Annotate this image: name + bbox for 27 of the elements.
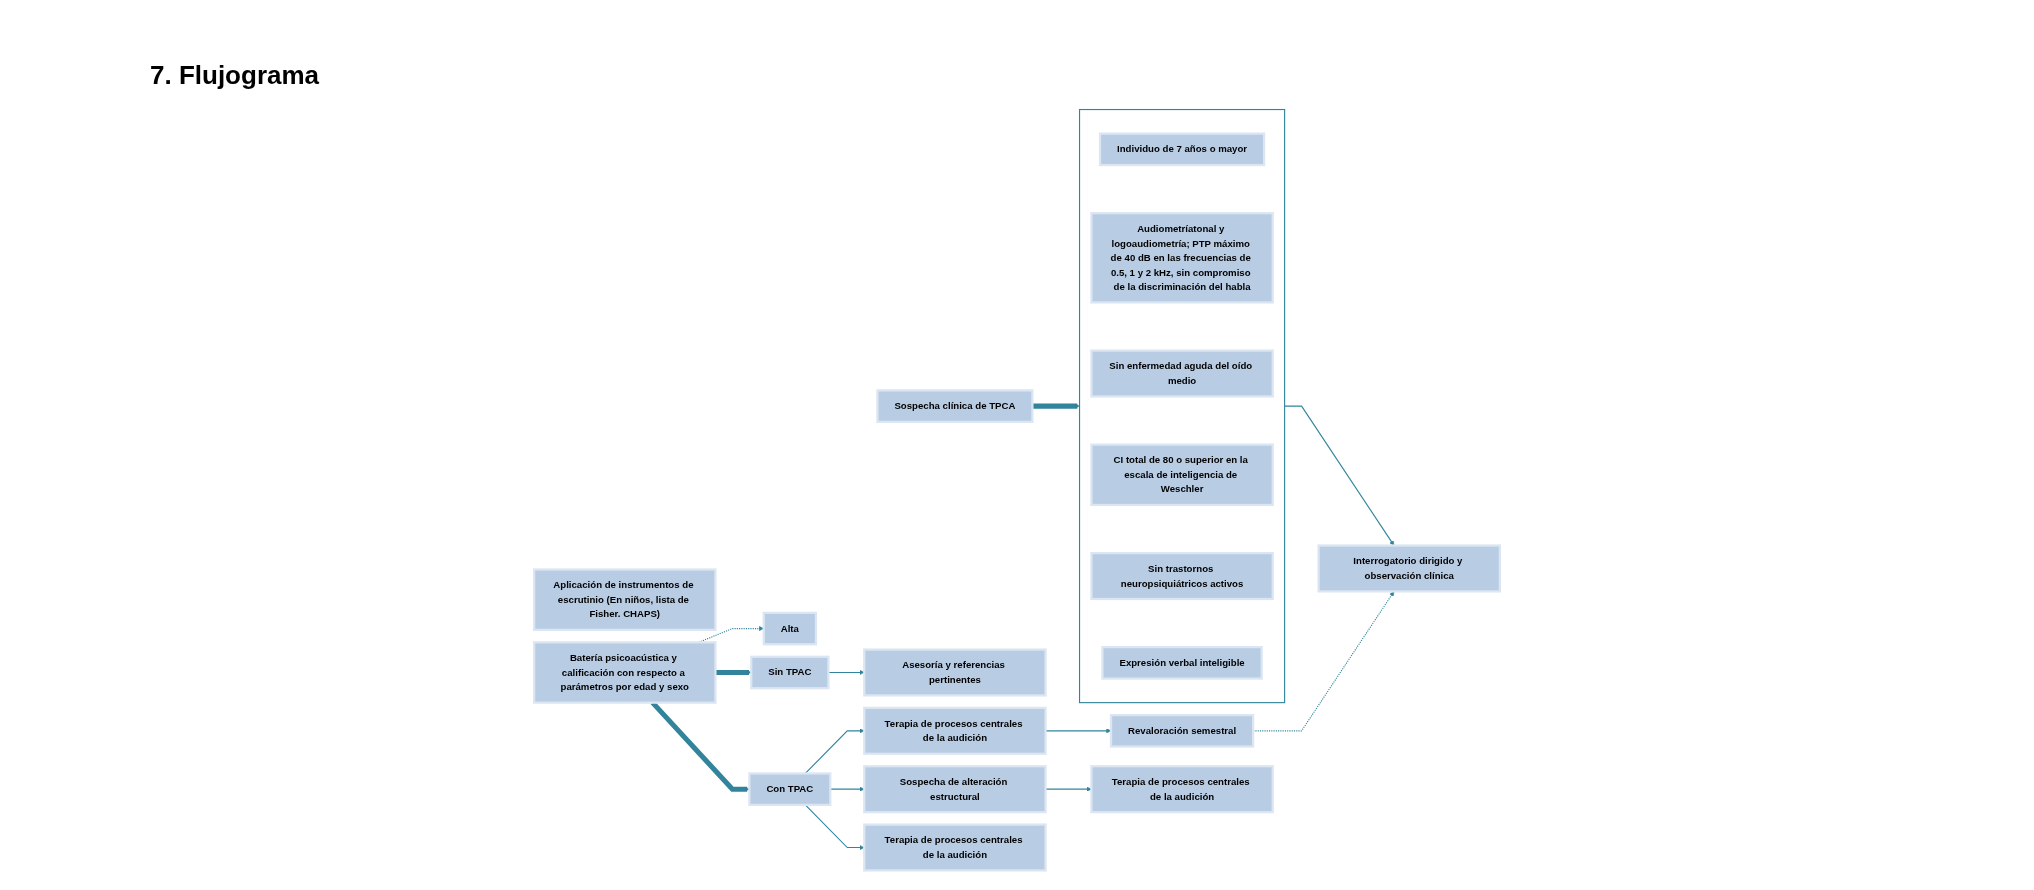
node-box: Terapia de procesos centrales de la audición xyxy=(863,823,1047,872)
arrow xyxy=(804,804,865,850)
node-box: Sospecha clínica de TPCA xyxy=(876,389,1034,423)
node-box: Terapia de procesos centrales de la audición xyxy=(863,706,1047,755)
node-box: Individuo de 7 años o mayor xyxy=(1098,132,1266,167)
arrow xyxy=(1045,728,1112,734)
cluster xyxy=(1078,108,1286,704)
arrow xyxy=(1284,405,1395,546)
node-box: Expresión verbal inteligible xyxy=(1101,646,1263,680)
node-box: Audiometríatonal y logoaudiometría; PTP máximo de 40 dB en las frecuencias de 0.5, 1 y 2 kHz, sin compromiso de la discriminación del habla xyxy=(1090,212,1274,304)
node-box: Batería psicoacústica y calificación con respecto a parámetros por edad y sexo xyxy=(533,641,717,704)
node-box: Alta xyxy=(762,611,818,646)
node-box: Sospecha de alteración estructural xyxy=(863,765,1047,814)
node-box: Revaloración semestral xyxy=(1109,713,1255,748)
node-box: Aplicación de instrumentos de escrutinio (En niños, lista de Fisher. CHAPS) xyxy=(533,568,717,631)
node-box: Sin TPAC xyxy=(750,655,830,690)
node-box: Asesoría y referencias pertinentes xyxy=(863,648,1047,697)
node-box: Sin trastornos neuropsiquiátricos activos xyxy=(1090,551,1274,601)
node-box: CI total de 80 o superior en la escala de inteligencia de Weschler xyxy=(1090,443,1274,507)
node-box: Interrogatorio dirigido y observación clínica xyxy=(1317,544,1501,593)
arrow xyxy=(1032,403,1080,409)
arrow xyxy=(715,669,752,676)
arrow xyxy=(1045,786,1092,792)
node-box: Sin enfermedad aguda del oído medio xyxy=(1090,349,1274,398)
node-box: Terapia de procesos centrales de la audición xyxy=(1090,765,1274,814)
diagram-title: 7. Flujograma xyxy=(150,60,320,91)
node-box: Con TPAC xyxy=(748,772,832,807)
